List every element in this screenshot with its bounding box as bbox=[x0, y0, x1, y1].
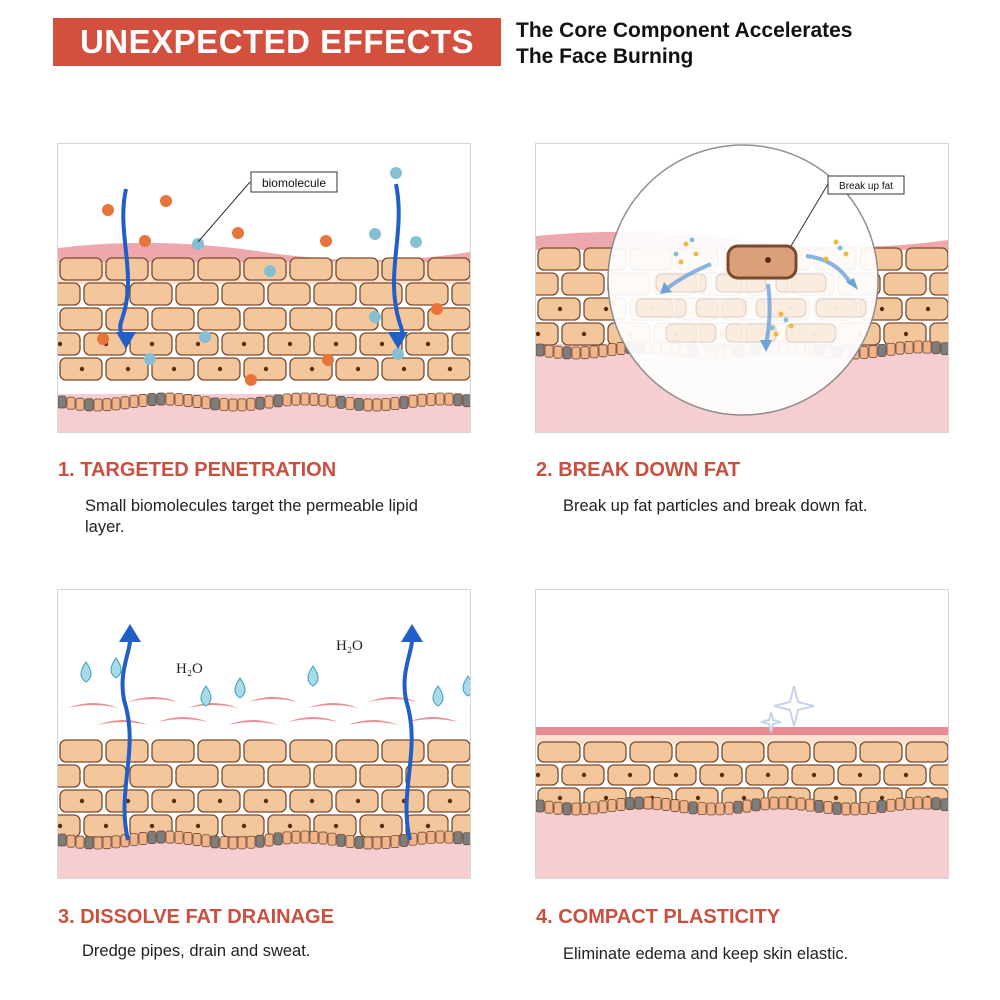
step-title-1: 1. TARGETED PENETRATION bbox=[58, 459, 337, 481]
step-title-4: 4. COMPACT PLASTICITY bbox=[536, 906, 781, 928]
subtitle-line-2: The Face Burning bbox=[516, 45, 694, 68]
panel-compact-plasticity bbox=[535, 589, 949, 879]
cell-layer bbox=[58, 739, 470, 838]
step-desc-3: Dredge pipes, drain and sweat. bbox=[82, 942, 311, 960]
skin-surface bbox=[536, 727, 948, 735]
h2o-label-1: H₂O bbox=[176, 661, 203, 677]
label-box bbox=[250, 171, 338, 193]
drainage-arrow-left bbox=[120, 634, 133, 841]
illustration-break-fat: Break up fat bbox=[536, 144, 948, 432]
step-title-3: 3. DISSOLVE FAT DRAINAGE bbox=[58, 906, 334, 928]
illustration-penetration: biomolecule bbox=[58, 167, 470, 432]
step-desc-4: Eliminate edema and keep skin elastic. bbox=[563, 945, 849, 963]
cell-layer bbox=[58, 257, 470, 381]
basal-layer bbox=[58, 392, 470, 412]
biomolecule-label: biomolecule bbox=[262, 176, 326, 190]
illustration-compact bbox=[536, 685, 948, 878]
banner-title: UNEXPECTED EFFECTS bbox=[79, 23, 475, 60]
basal-layer bbox=[536, 796, 948, 816]
basal-layer bbox=[58, 830, 470, 850]
illustration-drainage: H₂O H₂O bbox=[58, 624, 470, 878]
h2o-label-2: H₂O bbox=[336, 638, 363, 654]
dermis-layer bbox=[536, 806, 948, 878]
step-title-2: 2. BREAK DOWN FAT bbox=[536, 459, 741, 481]
step-desc-2: Break up fat particles and break down fa… bbox=[563, 497, 868, 515]
header-banner: UNEXPECTED EFFECTS bbox=[53, 18, 501, 66]
fat-cell bbox=[726, 244, 798, 280]
panel-break-down-fat: Break up fat bbox=[535, 143, 949, 433]
molecules bbox=[97, 167, 443, 386]
break-up-fat-label: Break up fat bbox=[839, 181, 893, 192]
skin-surface bbox=[58, 242, 470, 262]
step-desc-1: Small biomolecules target the permeable … bbox=[85, 497, 418, 536]
drainage-arrow-right bbox=[402, 634, 415, 841]
panel-dissolve-fat-drainage: H₂O H₂O bbox=[57, 589, 471, 879]
water-drops bbox=[80, 657, 470, 707]
sparkle-icon bbox=[760, 685, 815, 733]
panel-targeted-penetration: biomolecule bbox=[57, 143, 471, 433]
label-box bbox=[827, 175, 905, 195]
cell-layer bbox=[536, 741, 948, 809]
subtitle-line-1: The Core Component Accelerates bbox=[516, 19, 853, 42]
header-subtitle: The Core Component Accelerates The Face … bbox=[516, 18, 852, 70]
